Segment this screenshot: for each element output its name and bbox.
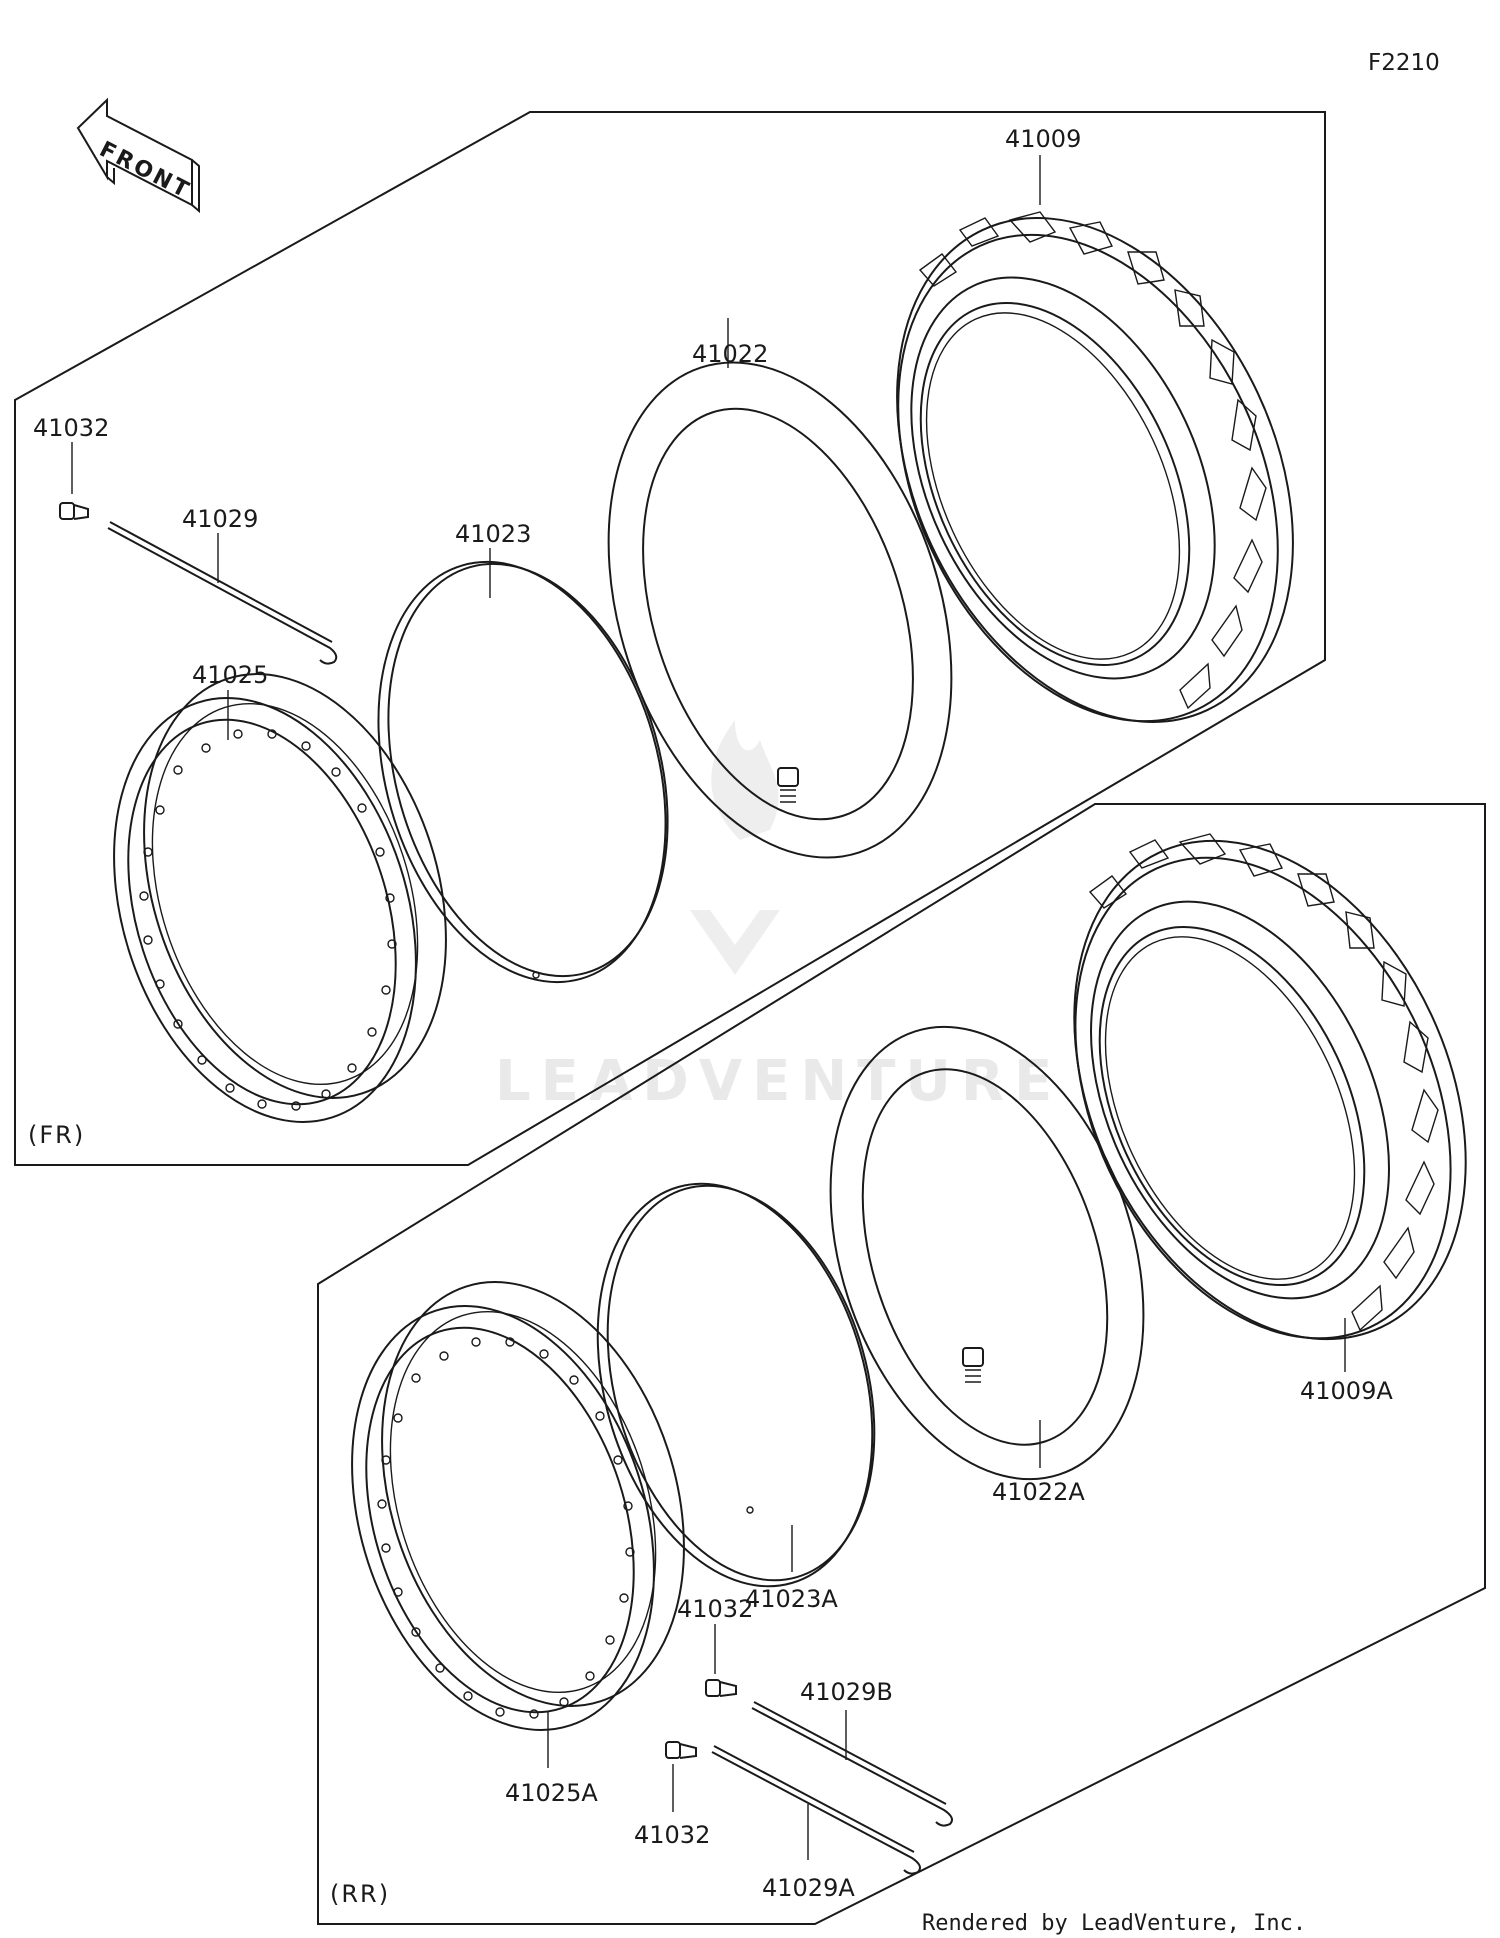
part-number-41025[interactable]: 41025 [192,661,268,689]
rear-section-tag: (RR) [330,1880,390,1908]
figure-code: F2210 [1368,50,1440,76]
rear-section: (RR) 41009A [317,803,1486,1925]
front-nipple-icon [59,502,89,520]
part-number-41029B[interactable]: 41029B [800,1678,893,1706]
rear-valve-stem-icon [962,1347,984,1383]
part-number-41023A[interactable]: 41023A [745,1585,838,1613]
part-number-41029A[interactable]: 41029A [762,1874,855,1902]
front-tire-tread [918,211,1267,710]
front-rim-spoke-holes [139,729,397,1111]
rear-spoke-b: 41029B [751,1678,953,1827]
rear-section-frame [317,803,1486,1925]
front-tire: 41009 [896,125,1294,723]
part-number-41009[interactable]: 41009 [1005,125,1081,153]
front-spoke: 41029 [107,505,338,665]
rear-rim: 41025A [351,1281,685,1807]
rear-spoke-a: 41029A [711,1745,921,1902]
part-number-41032[interactable]: 41032 [33,414,109,442]
part-number-41022[interactable]: 41022 [692,340,768,368]
front-section: (FR) 41009 [14,111,1326,1166]
rear-rim-band: 41023A [596,1182,876,1613]
front-rim-band: 41023 [377,520,669,984]
rear-nipple-lower-icon [665,1741,697,1759]
part-number-41025A[interactable]: 41025A [505,1779,598,1807]
watermark-text: LEADVENTURE [495,1049,1062,1114]
front-rim: 41025 [113,661,447,1123]
part-number-41009A[interactable]: 41009A [1300,1377,1393,1405]
rear-nipple-upper-icon [705,1679,737,1697]
front-arrow-label: FRONT [95,137,195,204]
front-valve-stem-icon [777,767,799,803]
rear-tire-tread [1088,833,1439,1332]
watermark-logo: LEADVENTURE [495,720,1062,1114]
front-section-frame [14,111,1326,1166]
render-credit: Rendered by LeadVenture, Inc. [922,1911,1306,1936]
rear-nipple-upper: 41032 [677,1595,753,1697]
front-arrow-icon: FRONT [76,97,200,214]
part-number-41022A[interactable]: 41022A [992,1478,1085,1506]
part-number-41023[interactable]: 41023 [455,520,531,548]
rear-tube: 41022A [829,1025,1145,1506]
part-number-41032-upper[interactable]: 41032 [677,1595,753,1623]
front-nipple: 41032 [33,414,109,520]
rear-nipple-lower: 41032 [634,1741,710,1849]
front-tube: 41022 [607,318,953,859]
rear-rim-spoke-holes [377,1337,635,1719]
front-section-tag: (FR) [28,1121,85,1149]
rear-tire: 41009A [1073,833,1467,1405]
part-number-41029[interactable]: 41029 [182,505,258,533]
part-number-41032-lower[interactable]: 41032 [634,1821,710,1849]
